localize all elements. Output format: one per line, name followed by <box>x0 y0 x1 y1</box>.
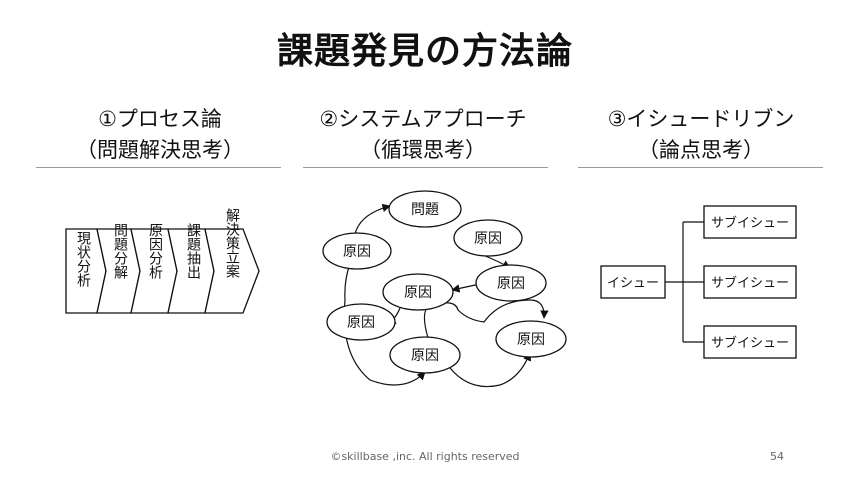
node-cause-7 <box>495 320 567 358</box>
process-step-labels: 現状分析 問題分解 原因分析 課題抽出 解決策立案 <box>75 208 240 287</box>
divider-issue <box>578 167 823 168</box>
arrow-right-to-center <box>451 283 481 293</box>
node-cause-4 <box>382 273 454 311</box>
process-step-5-label: 解決策立案 <box>224 208 240 278</box>
copyright-footer: ©skillbase ,inc. All rights reserved <box>330 450 520 463</box>
process-chevron-diagram <box>65 228 260 314</box>
arrow-cause-to-problem <box>354 203 391 235</box>
sub-issue-label-1: サブイシュー <box>711 215 789 231</box>
sub-issue-box-2 <box>703 265 797 299</box>
sub-issue-label-2: サブイシュー <box>711 275 789 291</box>
node-cause-5 <box>326 303 396 341</box>
node-cause-6 <box>389 336 461 374</box>
node-cause-5-label: 原因 <box>347 315 375 331</box>
node-cause-1 <box>322 232 392 270</box>
node-cause-7-label: 原因 <box>517 332 545 348</box>
node-cause-3 <box>475 264 547 302</box>
process-step-4-label: 課題抽出 <box>185 223 201 279</box>
page-number: 54 <box>770 450 784 463</box>
node-problem <box>388 190 462 228</box>
heading-system: ②システムアプローチ <box>319 107 527 131</box>
column-heading-system: ②システムアプローチ （循環思考） <box>298 104 548 166</box>
arrow-bottom-right <box>449 352 532 388</box>
node-cause-6-label: 原因 <box>411 348 439 364</box>
arrow-left-loop <box>343 263 426 386</box>
process-step-2-label: 問題分解 <box>112 223 128 279</box>
process-step-1-label: 現状分析 <box>75 231 91 287</box>
node-cause-2-label: 原因 <box>474 231 502 247</box>
node-problem-label: 問題 <box>411 202 439 218</box>
column-heading-process: ①プロセス論 （問題解決思考） <box>35 104 285 166</box>
issue-tree-labels: イシュー サブイシュー サブイシュー サブイシュー <box>607 215 789 351</box>
issue-root-box <box>600 265 666 299</box>
subheading-process: （問題解決思考） <box>76 138 244 162</box>
sub-issue-label-3: サブイシュー <box>711 335 789 351</box>
process-step-3-label: 原因分析 <box>147 223 163 279</box>
system-node-labels: 問題 原因 原因 原因 原因 原因 原因 原因 <box>343 202 545 364</box>
issue-root-label: イシュー <box>607 276 659 291</box>
divider-process <box>36 167 281 168</box>
issue-tree-boxes <box>600 205 797 359</box>
sub-issue-box-3 <box>703 325 797 359</box>
process-step-5 <box>204 228 260 314</box>
node-cause-3-label: 原因 <box>497 276 525 292</box>
node-cause-2 <box>453 219 523 257</box>
system-nodes <box>322 190 567 374</box>
heading-process: ①プロセス論 <box>98 107 222 131</box>
subheading-issue: （論点思考） <box>638 138 764 162</box>
divider-system <box>303 167 548 168</box>
column-heading-issue: ③イシュードリブン （論点思考） <box>576 104 826 166</box>
sub-issue-box-1 <box>703 205 797 239</box>
heading-issue: ③イシュードリブン <box>607 107 795 131</box>
node-cause-4-label: 原因 <box>404 285 432 301</box>
subheading-system: （循環思考） <box>360 138 486 162</box>
node-cause-1-label: 原因 <box>343 244 371 260</box>
issue-tree-lines <box>665 221 704 343</box>
slide-title: 課題発見の方法論 <box>276 31 573 72</box>
